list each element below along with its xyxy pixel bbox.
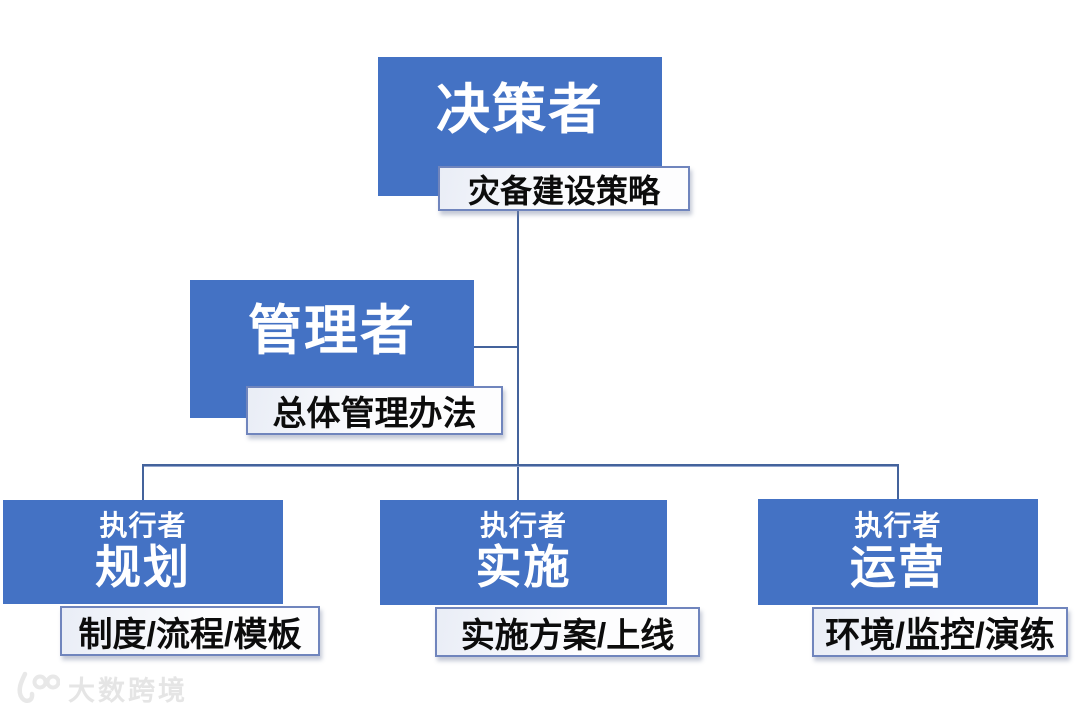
tag-manager-measures: 总体管理办法 <box>246 386 503 435</box>
tag-decision-strategy: 灾备建设策略 <box>438 166 690 211</box>
node-executor-operations: 执行者 运营 <box>758 499 1038 605</box>
node-executor-operations-role: 执行者 <box>854 510 942 541</box>
watermark: 大数跨境 <box>12 668 188 708</box>
tag-executor-implementation: 实施方案/上线 <box>435 607 700 657</box>
connector-distribution-bar <box>142 464 899 467</box>
connector-stub-left <box>142 464 144 501</box>
watermark-text: 大数跨境 <box>68 675 188 706</box>
tag-executor-implementation-label: 实施方案/上线 <box>460 616 675 655</box>
node-manager-title: 管理者 <box>248 301 416 361</box>
node-executor-planning-title: 规划 <box>95 541 191 593</box>
node-executor-implementation: 执行者 实施 <box>380 500 667 605</box>
brand-100-logo-icon <box>17 671 60 703</box>
tag-executor-operations: 环境/监控/演练 <box>812 607 1068 657</box>
connector-stub-right <box>897 464 899 500</box>
tag-executor-planning: 制度/流程/模板 <box>60 606 320 656</box>
node-executor-implementation-title: 实施 <box>475 541 572 593</box>
node-executor-planning-role: 执行者 <box>99 510 187 541</box>
node-executor-implementation-role: 执行者 <box>479 510 567 541</box>
tag-executor-operations-label: 环境/监控/演练 <box>825 615 1055 655</box>
tag-executor-planning-label: 制度/流程/模板 <box>78 615 302 654</box>
node-decision-maker-title: 决策者 <box>436 80 604 140</box>
node-executor-planning: 执行者 规划 <box>3 500 283 604</box>
connector-manager-link <box>473 346 518 348</box>
tag-manager-measures-label: 总体管理办法 <box>272 395 477 433</box>
node-executor-operations-title: 运营 <box>850 541 946 593</box>
connector-center-vertical <box>517 211 519 501</box>
tag-decision-strategy-label: 灾备建设策略 <box>467 172 660 209</box>
